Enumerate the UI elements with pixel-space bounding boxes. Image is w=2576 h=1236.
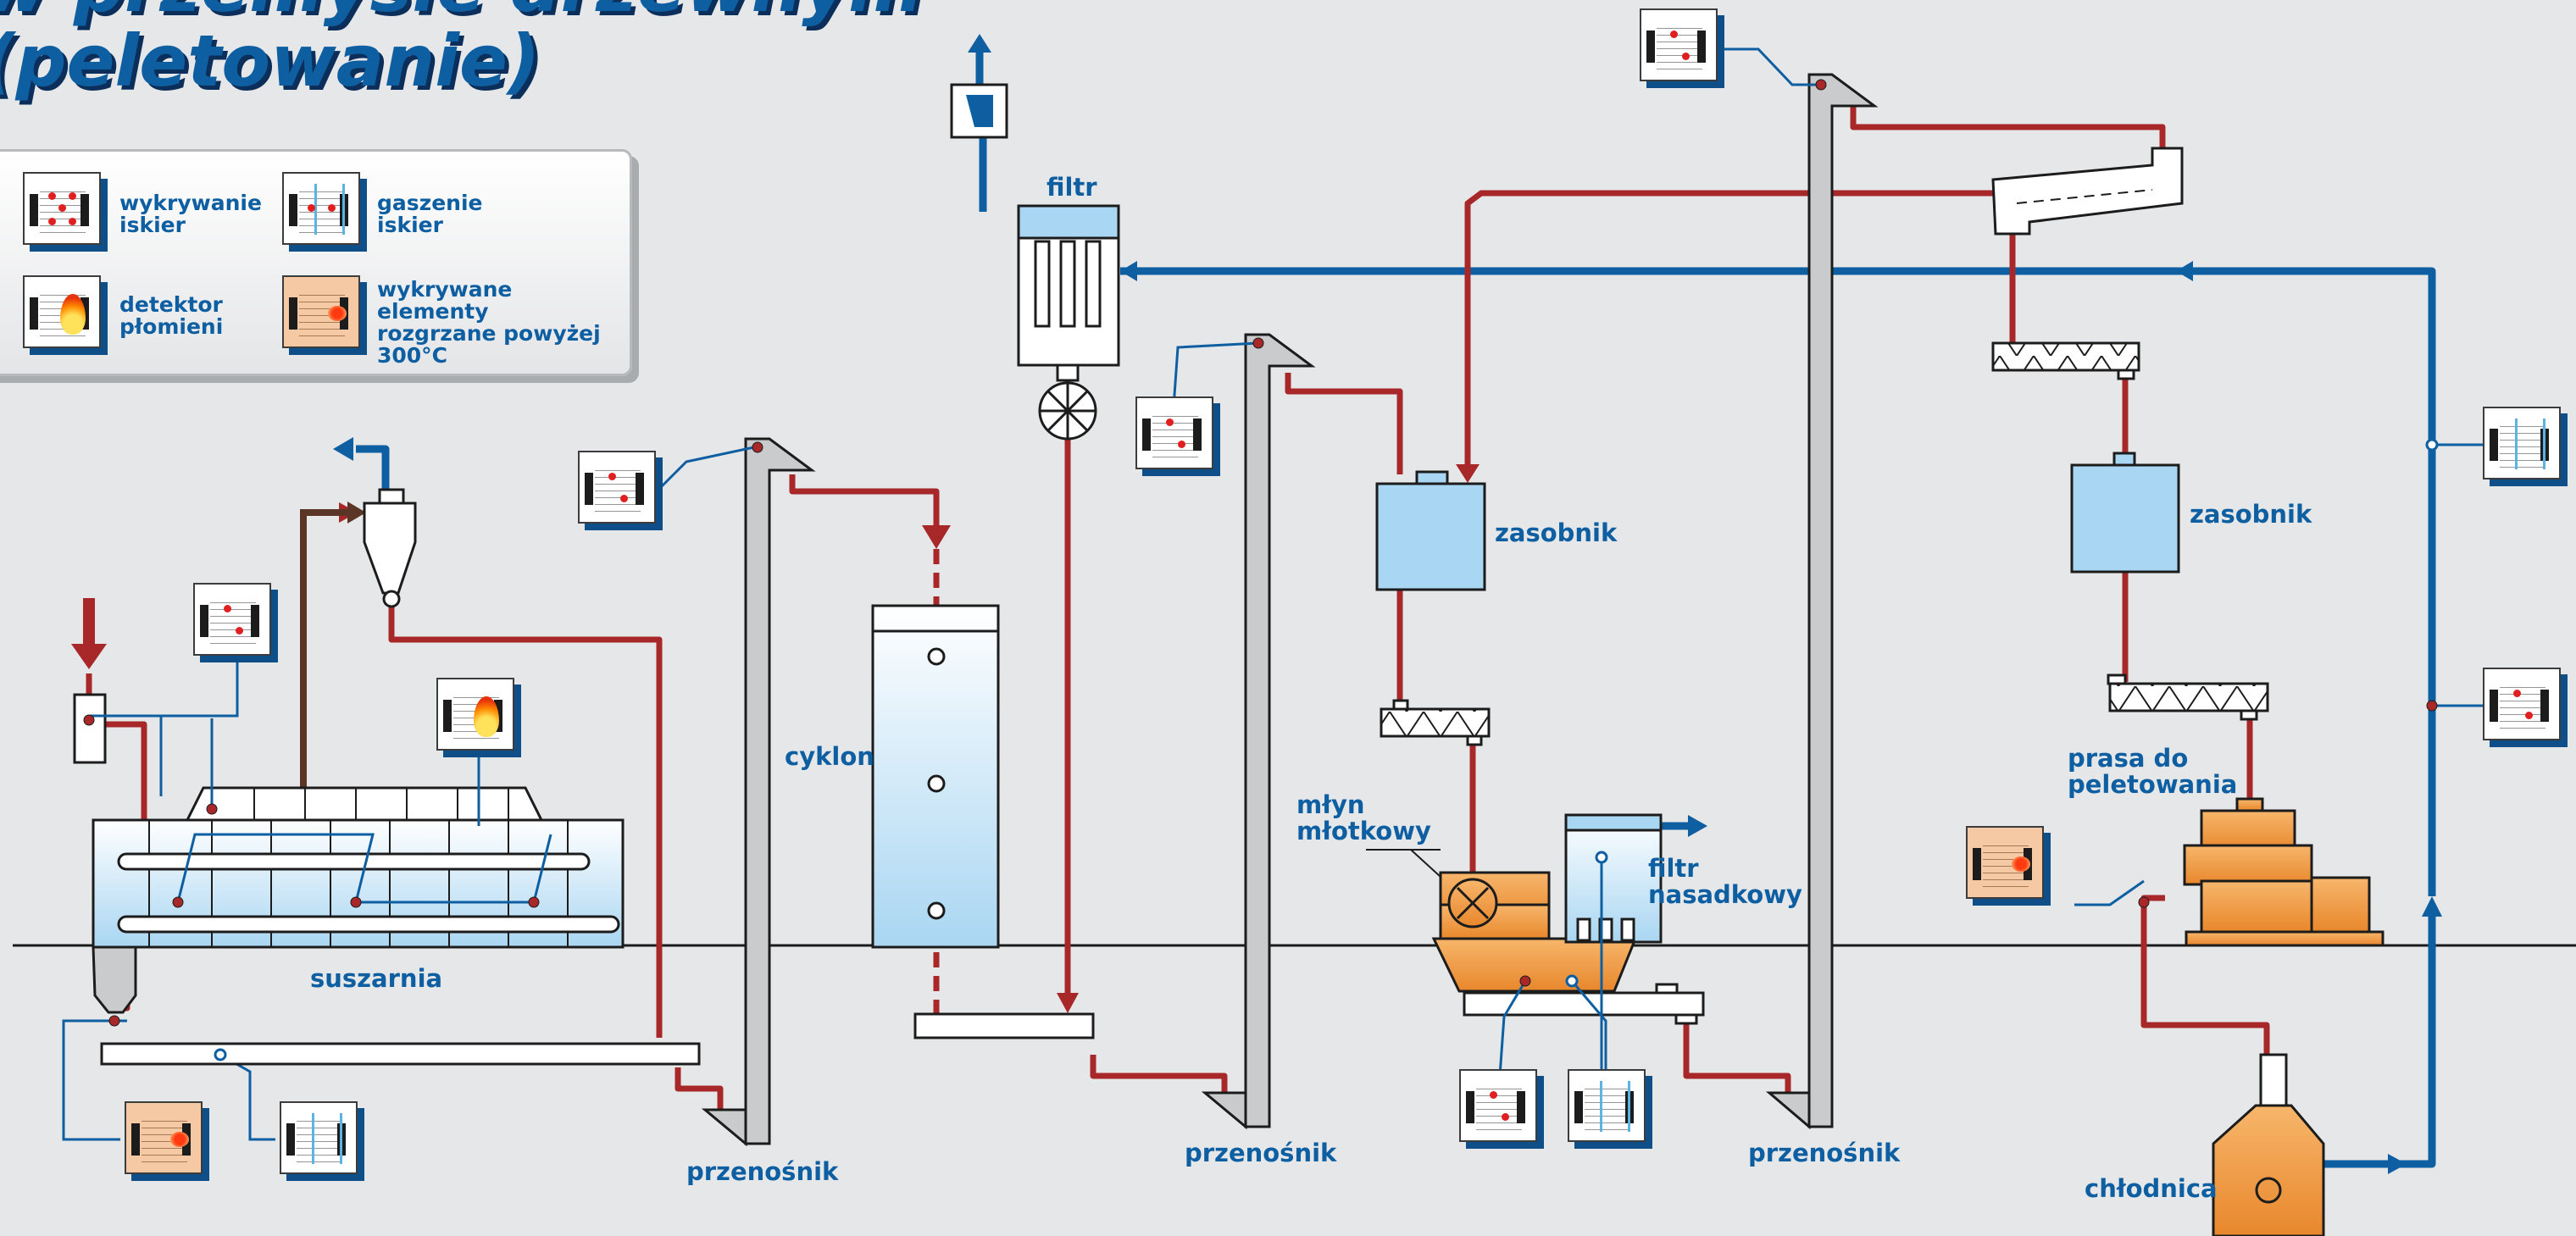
label-dryer: suszarnia (310, 964, 443, 993)
label-filter: filtr (1046, 173, 1097, 202)
label-hopper-1: zasobnik (1495, 518, 1618, 547)
hopper-1 (1375, 470, 1491, 746)
spark-detector-icon (193, 583, 276, 661)
label-conveyor-2: przenośnik (1185, 1139, 1337, 1167)
spark-detector-icon (2483, 668, 2566, 745)
page-title: w przemyśle drzewnym (peletowanie) (0, 0, 923, 98)
dryer-conveyor (100, 1042, 701, 1066)
title-line-1: w przemyśle drzewnym (0, 0, 923, 28)
label-conveyor-1: przenośnik (686, 1157, 839, 1186)
spark-extinguisher-icon (1568, 1069, 1651, 1147)
bag-filter (950, 83, 1120, 382)
air-lines (356, 42, 2436, 1168)
dryer (73, 693, 625, 1014)
hot-element-detector-icon (125, 1101, 208, 1179)
label-pellet-press: prasa do peletowania (2068, 744, 2238, 799)
mill-wiring (1498, 860, 1607, 1077)
legend-spark-detection: wykrywanie iskier (119, 191, 262, 237)
spark-detector-icon (1459, 1069, 1542, 1147)
hot-element-detector-icon (282, 275, 365, 353)
label-hopper-2: zasobnik (2190, 500, 2312, 529)
legend-hot-elements: wykrywane elementy rozgrzane powyżej 300… (377, 277, 601, 368)
hot-element-detector-icon (1966, 826, 2049, 904)
label-cooler: chłodnica (2085, 1174, 2218, 1203)
bucket-elevators (701, 73, 1879, 1147)
spark-extinguisher-icon (280, 1101, 363, 1179)
elevator-sensor-wiring (655, 47, 2483, 906)
dryer-nodes (83, 714, 540, 1027)
legend-panel: wykrywanie iskier gaszenie iskier detekt… (0, 149, 632, 376)
title-line-2: (peletowanie) (0, 19, 541, 103)
small-cyclone (363, 488, 417, 608)
silo-cyklon (871, 604, 1095, 1039)
label-conveyor-3: przenośnik (1748, 1139, 1901, 1167)
spark-detector-icon (23, 172, 106, 250)
flame-detector-icon (436, 678, 519, 756)
label-top-filter: filtr nasadkowy (1648, 854, 1802, 909)
label-hammer-mill: młyn młotkowy (1296, 790, 1431, 845)
legend-spark-extinguishing: gaszenie iskier (377, 191, 483, 237)
legend-flame-detector: detektor płomieni (119, 292, 224, 339)
spark-extinguisher-icon (282, 172, 365, 250)
rotary-valve (1038, 381, 1097, 441)
spark-extinguisher-icon (2483, 407, 2566, 485)
right-line-equipment (1991, 341, 2269, 721)
dryer-exhaust-duct (300, 509, 352, 796)
pellet-press (2183, 797, 2384, 947)
label-cyclone: cyklon (785, 742, 874, 771)
spark-detector-icon (578, 451, 661, 529)
air-arrows (333, 34, 2442, 1174)
spark-detector-icon (1135, 396, 1219, 474)
flame-detector-icon (23, 275, 106, 353)
cooler (2212, 1053, 2325, 1236)
screener (1991, 147, 2184, 236)
spark-detector-icon (1640, 8, 1723, 86)
dryer-conveyor-node (214, 1048, 227, 1061)
sensor-nodes (752, 79, 2438, 908)
mill-label-leader-diag (1410, 849, 1441, 878)
dryer-exhaust-arrow (347, 502, 366, 524)
